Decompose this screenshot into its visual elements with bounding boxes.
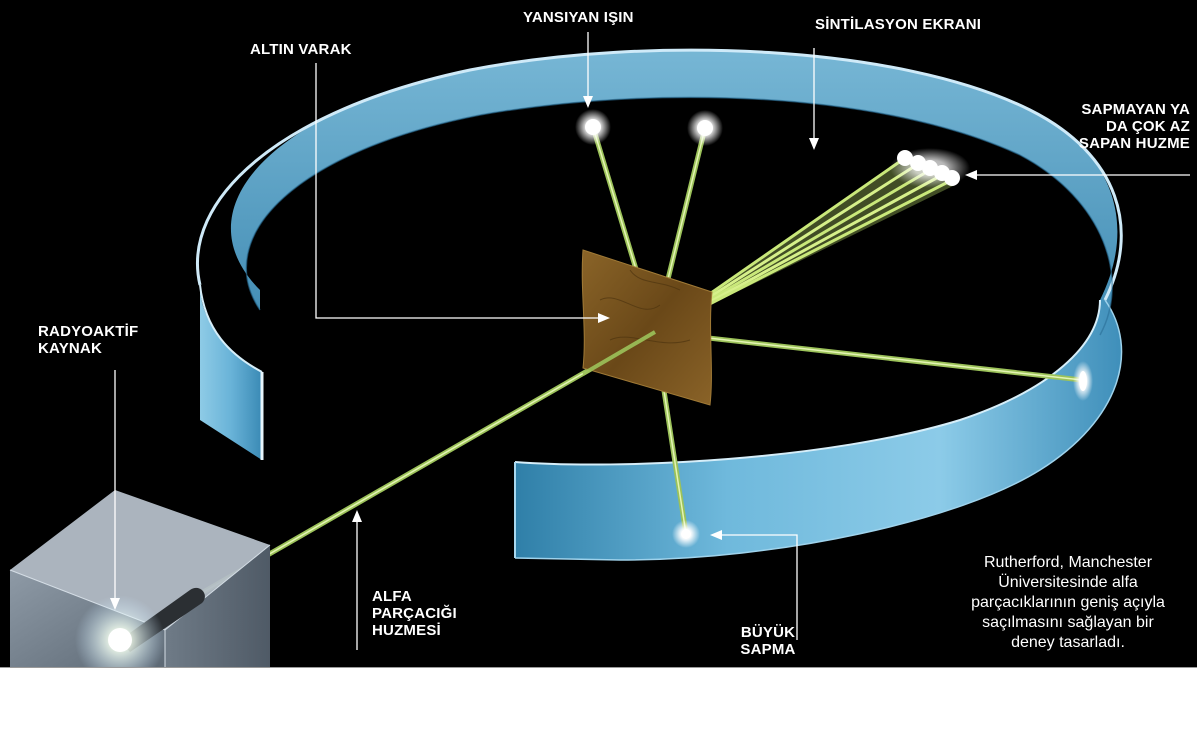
scintillation-flashes <box>575 109 1093 548</box>
label-reflected-beam: YANSIYAN IŞIN <box>523 9 634 26</box>
pointer-lines <box>110 32 1190 650</box>
caption-line-3: parçacıklarının geniş açıyla <box>971 594 1165 611</box>
caption-line-5: deney tasarladı. <box>1011 634 1125 651</box>
pointer-large-deflection <box>720 534 798 640</box>
gold-foil <box>581 249 713 406</box>
bottom-divider <box>0 667 1197 668</box>
radioactive-source-box <box>9 490 271 667</box>
label-large-line-1: BÜYÜK <box>740 624 796 641</box>
label-undeflected-line-2: DA ÇOK AZ <box>1105 118 1190 135</box>
flash-undeflected <box>890 148 970 188</box>
scintillation-screen <box>196 48 1123 561</box>
label-large-deflection: BÜYÜK SAPMA <box>737 624 799 658</box>
caption-text: Rutherford, Manchester Üniversitesinde a… <box>918 553 1197 653</box>
label-source-line-1: RADYOAKTİF <box>38 323 139 340</box>
label-undeflected-line-3: SAPAN HUZME <box>1078 135 1190 152</box>
caption-line-1: Rutherford, Manchester <box>983 554 1153 571</box>
caption-line-2: Üniversitesinde alfa <box>998 574 1138 591</box>
label-radioactive-source: RADYOAKTİF KAYNAK <box>38 323 138 357</box>
label-large-line-2: SAPMA <box>740 641 796 658</box>
label-source-line-2: KAYNAK <box>38 340 102 357</box>
bottom-band <box>0 667 1197 735</box>
diagram-stage: YANSIYAN IŞIN SİNTİLASYON EKRANI ALTIN V… <box>0 0 1197 667</box>
pointer-gold-foil <box>315 63 600 319</box>
label-undeflected-line-1: SAPMAYAN YA <box>1081 101 1190 118</box>
label-alpha-line-2: PARÇACIĞI <box>372 605 457 622</box>
label-alpha-line-3: HUZMESİ <box>372 622 441 639</box>
rutherford-experiment-diagram <box>9 32 1190 667</box>
caption-line-4: saçılmasını sağlayan bir <box>982 614 1154 631</box>
label-alpha-line-1: ALFA <box>372 588 412 605</box>
label-gold-foil: ALTIN VARAK <box>250 41 352 58</box>
label-undeflected-beam: SAPMAYAN YA DA ÇOK AZ SAPAN HUZME <box>1000 101 1190 152</box>
label-scintillation-screen: SİNTİLASYON EKRANI <box>815 16 982 33</box>
label-alpha-beam: ALFA PARÇACIĞI HUZMESİ <box>372 588 457 639</box>
